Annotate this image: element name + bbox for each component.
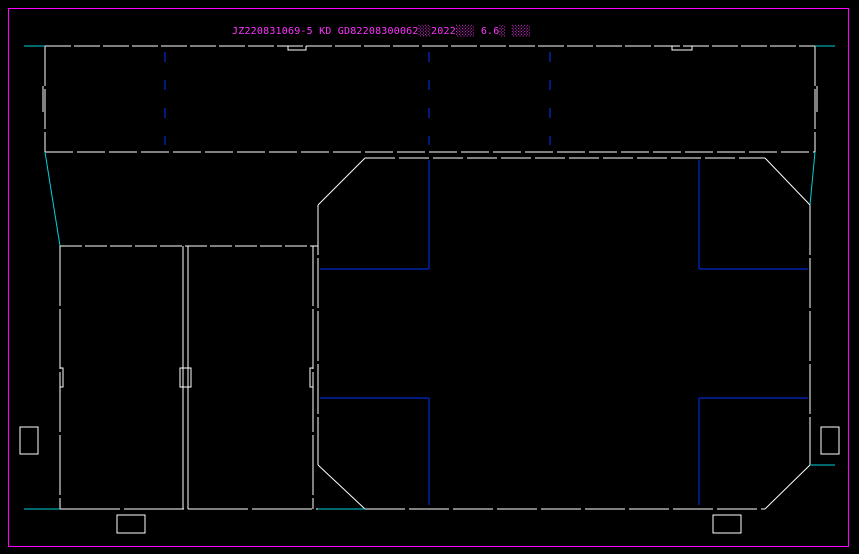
left-flaps [59, 245, 318, 510]
reg-mark-left [19, 426, 39, 455]
drawing-border [8, 8, 849, 547]
reg-mark-bottom-left [116, 514, 146, 534]
reg-mark-right [820, 426, 840, 455]
fold-lines-top [24, 45, 835, 247]
fold-lines-bottom [24, 464, 835, 510]
reg-mark-bottom-right [712, 514, 742, 534]
octagon-inner-lines [320, 160, 808, 505]
top-panel-inner-lines [164, 52, 551, 145]
drawing-title: JZ220831069-5 KD GD82208300062░░2022░░░ … [232, 24, 531, 37]
registration-marks [19, 426, 840, 534]
octagon-panel [317, 157, 811, 510]
top-panel [42, 45, 818, 153]
